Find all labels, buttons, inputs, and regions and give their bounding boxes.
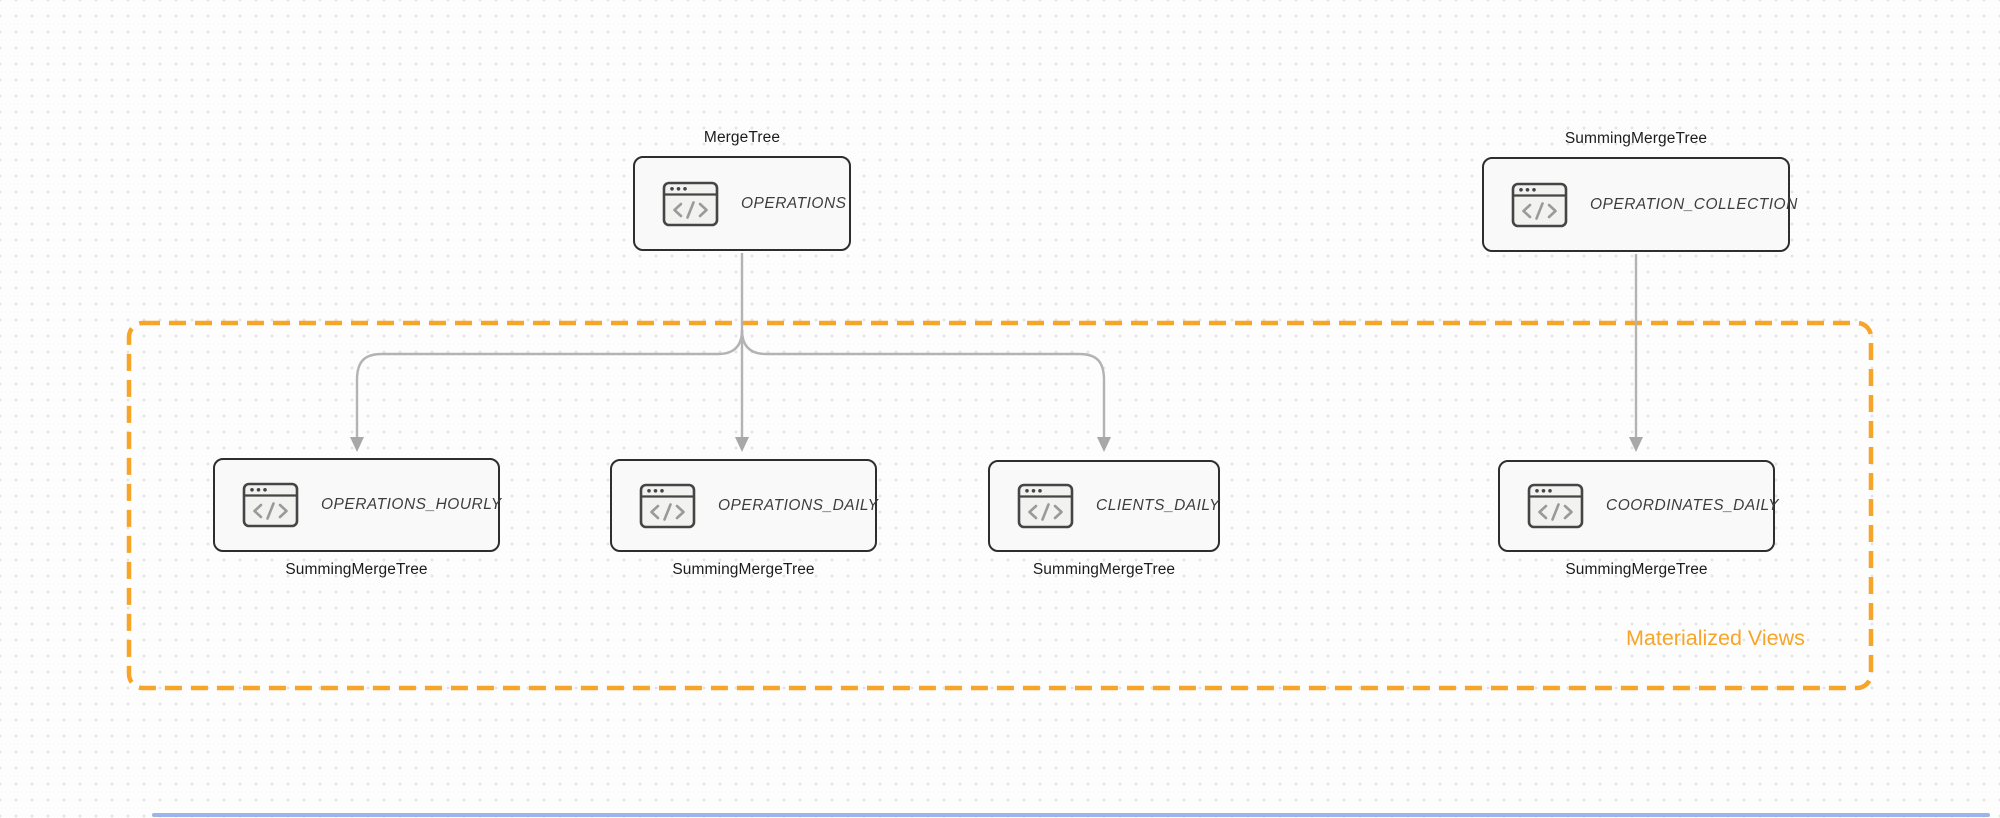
engine-label: SummingMergeTree xyxy=(1564,130,1708,147)
table-node-coordinates-daily[interactable]: SummingMergeTree COORDINATES_DAILY xyxy=(1498,460,1779,578)
arrowhead-operations-hourly xyxy=(350,437,364,452)
engine-label: SummingMergeTree xyxy=(1032,561,1176,578)
code-window-icon xyxy=(662,181,719,226)
code-window-icon xyxy=(639,483,696,528)
engine-label: SummingMergeTree xyxy=(285,561,428,578)
edge-operations-to-clients-daily xyxy=(740,329,1106,437)
horizontal-scrollbar[interactable] xyxy=(152,813,1990,817)
edge-operations-to-operations-hourly xyxy=(355,329,744,437)
arrowhead-operations-daily xyxy=(735,437,749,452)
arrowhead-clients-daily xyxy=(1097,437,1111,452)
table-node-operations-daily[interactable]: SummingMergeTree OPERATIONS_DAILY xyxy=(610,459,879,578)
code-window-icon xyxy=(1527,483,1584,529)
table-name: CLIENTS_DAILY xyxy=(1096,497,1220,514)
table-node-operation-collection[interactable]: SummingMergeTree OPERATION_COLLECTION xyxy=(1482,130,1797,252)
table-name: OPERATIONS_HOURLY xyxy=(321,496,502,513)
table-name: OPERATIONS_DAILY xyxy=(718,496,879,514)
table-node-operations[interactable]: MergeTree OPERATIONS xyxy=(633,129,851,251)
engine-label: SummingMergeTree xyxy=(672,561,815,578)
materialized-views-label: Materialized Views xyxy=(1626,626,1805,650)
code-window-icon xyxy=(1017,483,1074,529)
table-node-clients-daily[interactable]: SummingMergeTree CLIENTS_DAILY xyxy=(988,460,1220,578)
table-name: COORDINATES_DAILY xyxy=(1606,497,1780,514)
arrowhead-coordinates-daily xyxy=(1629,437,1643,452)
table-node-operations-hourly[interactable]: SummingMergeTree OPERATIONS_HOURLY xyxy=(213,458,502,578)
table-name: OPERATIONS xyxy=(741,194,847,212)
code-window-icon xyxy=(1511,182,1568,227)
code-window-icon xyxy=(242,482,299,528)
engine-label: MergeTree xyxy=(703,129,781,146)
table-name: OPERATION_COLLECTION xyxy=(1590,195,1798,213)
engine-label: SummingMergeTree xyxy=(1565,561,1708,578)
